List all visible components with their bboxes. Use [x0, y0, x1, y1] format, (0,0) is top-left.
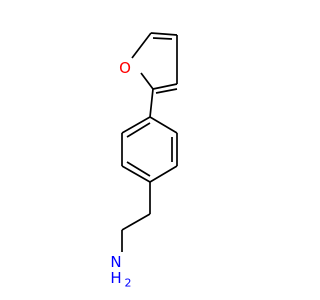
bond-c2-c3-double — [155, 88, 178, 94]
bond-c4-c5-single — [150, 32, 178, 36]
ethylamine-chain — [121, 182, 151, 252]
molecule-structure-diagram: O N H 2 — [107, 32, 178, 290]
oxygen-label-background — [117, 59, 133, 77]
furan-ring — [131, 32, 178, 94]
bond-c2-c3-single — [152, 83, 178, 90]
oxygen-label: O — [119, 59, 131, 77]
amine-nitrogen-label: N — [110, 253, 121, 271]
oxygen-atom: O — [117, 59, 133, 77]
bond-c4-c5-double — [152, 37, 173, 40]
benzene-ring — [121, 116, 178, 183]
bond-b4-b5 — [121, 165, 151, 183]
bond-b3-b4 — [149, 165, 178, 183]
bond-ch2-ch2 — [121, 213, 151, 231]
amine-hydrogen-count: 2 — [125, 277, 132, 290]
amine-group: N H 2 — [107, 252, 135, 290]
amine-label-background — [107, 252, 135, 288]
bond-o1-c2 — [140, 72, 154, 90]
bond-b6-b1 — [121, 116, 151, 134]
bond-furan-benzene — [149, 88, 154, 118]
bond-b6-b1-inner — [126, 122, 151, 138]
amine-hydrogen-label: H — [110, 269, 121, 287]
bond-b4-b5-inner — [126, 161, 151, 177]
bond-b1-b2 — [149, 116, 178, 134]
bond-c5-o1 — [131, 32, 152, 59]
